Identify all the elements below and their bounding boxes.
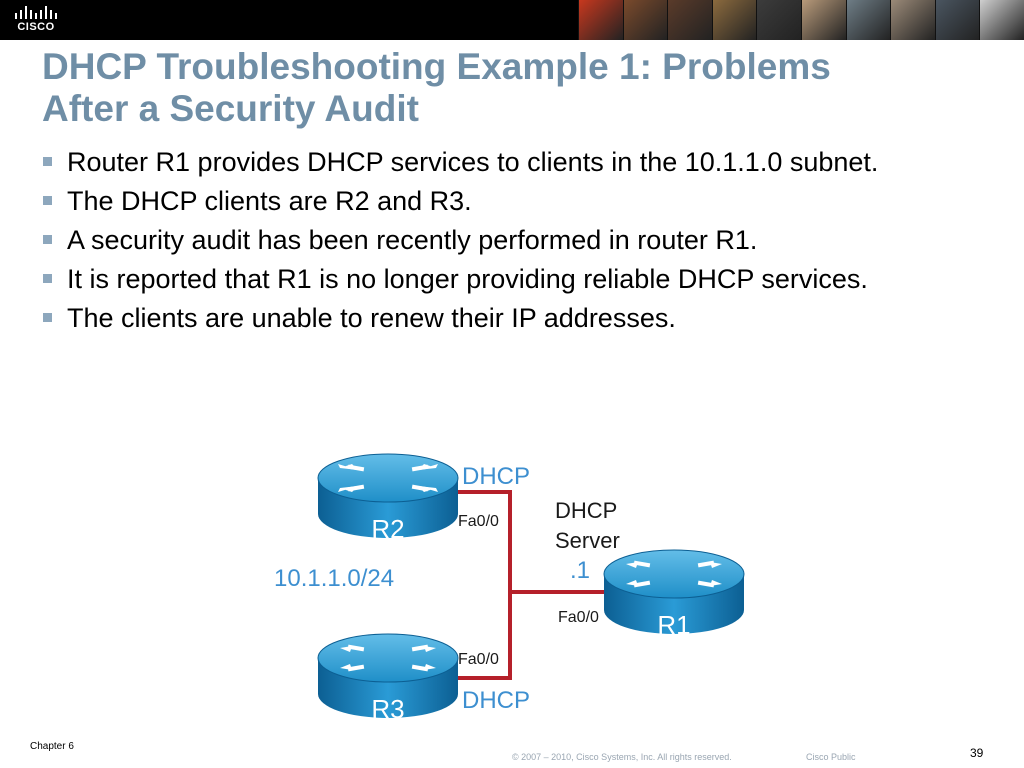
bullet-square-icon	[43, 235, 52, 244]
bullet-item: It is reported that R1 is no longer prov…	[42, 265, 942, 294]
router-arrows-icon	[338, 464, 438, 492]
router-r1-label: R1	[657, 610, 690, 640]
server-address-label: .1	[570, 557, 590, 584]
title-line-2: After a Security Audit	[42, 88, 419, 129]
slide-title: DHCP Troubleshooting Example 1: Problems…	[42, 46, 982, 130]
bullet-list: Router R1 provides DHCP services to clie…	[42, 148, 942, 343]
header-photo	[756, 0, 801, 40]
r1-port-label: Fa0/0	[558, 609, 599, 626]
bullet-item: The clients are unable to renew their IP…	[42, 304, 942, 333]
bullet-item: Router R1 provides DHCP services to clie…	[42, 148, 942, 177]
r3-dhcp-label: DHCP	[462, 687, 530, 714]
bullet-square-icon	[43, 157, 52, 166]
header-photo	[845, 0, 891, 40]
router-r3-label: R3	[371, 694, 404, 724]
router-r1: R1	[603, 549, 745, 640]
header-photo	[667, 0, 712, 40]
server-label-line2: Server	[555, 528, 620, 553]
header-photo	[711, 0, 757, 40]
r3-port-label: Fa0/0	[458, 651, 499, 668]
bullet-text: It is reported that R1 is no longer prov…	[67, 264, 868, 294]
r2-dhcp-label: DHCP	[462, 463, 530, 490]
header-photo	[622, 0, 668, 40]
header-photo	[890, 0, 935, 40]
bullet-square-icon	[43, 274, 52, 283]
r2-port-label: Fa0/0	[458, 513, 499, 530]
network-links	[458, 490, 608, 680]
header-photo	[578, 0, 623, 40]
router-arrows-icon	[626, 560, 722, 588]
page-number: 39	[970, 746, 984, 760]
link-r3	[458, 592, 512, 680]
footer-copyright: © 2007 – 2010, Cisco Systems, Inc. All r…	[512, 752, 732, 762]
bullet-item: A security audit has been recently perfo…	[42, 226, 942, 255]
bullet-item: The DHCP clients are R2 and R3.	[42, 187, 942, 216]
bullet-text: Router R1 provides DHCP services to clie…	[67, 147, 879, 177]
router-r2-label: R2	[371, 514, 404, 544]
bullet-square-icon	[43, 196, 52, 205]
footer-chapter: Chapter 6	[30, 741, 74, 752]
router-r3: R3	[317, 633, 459, 724]
bullet-text: The DHCP clients are R2 and R3.	[67, 186, 472, 216]
cisco-bars-icon	[15, 6, 57, 19]
cisco-logo-text: CISCO	[17, 21, 55, 33]
footer-classification: Cisco Public	[806, 752, 856, 762]
network-diagram: R2 R3 R1 DH	[274, 453, 745, 724]
title-line-1: DHCP Troubleshooting Example 1: Problems	[42, 46, 831, 87]
header-photo	[934, 0, 980, 40]
bullet-text: A security audit has been recently perfo…	[67, 225, 758, 255]
router-arrows-icon	[340, 644, 436, 672]
subnet-label: 10.1.1.0/24	[274, 565, 394, 592]
header-band: CISCO	[0, 0, 1024, 40]
router-r2: R2	[317, 453, 459, 544]
header-photo-strip	[578, 0, 1024, 40]
bullet-square-icon	[43, 313, 52, 322]
server-label-line1: DHCP	[555, 498, 617, 523]
bullet-text: The clients are unable to renew their IP…	[67, 303, 676, 333]
header-photo	[800, 0, 846, 40]
cisco-logo: CISCO	[14, 4, 58, 36]
link-r2	[458, 490, 512, 592]
header-photo	[979, 0, 1024, 40]
